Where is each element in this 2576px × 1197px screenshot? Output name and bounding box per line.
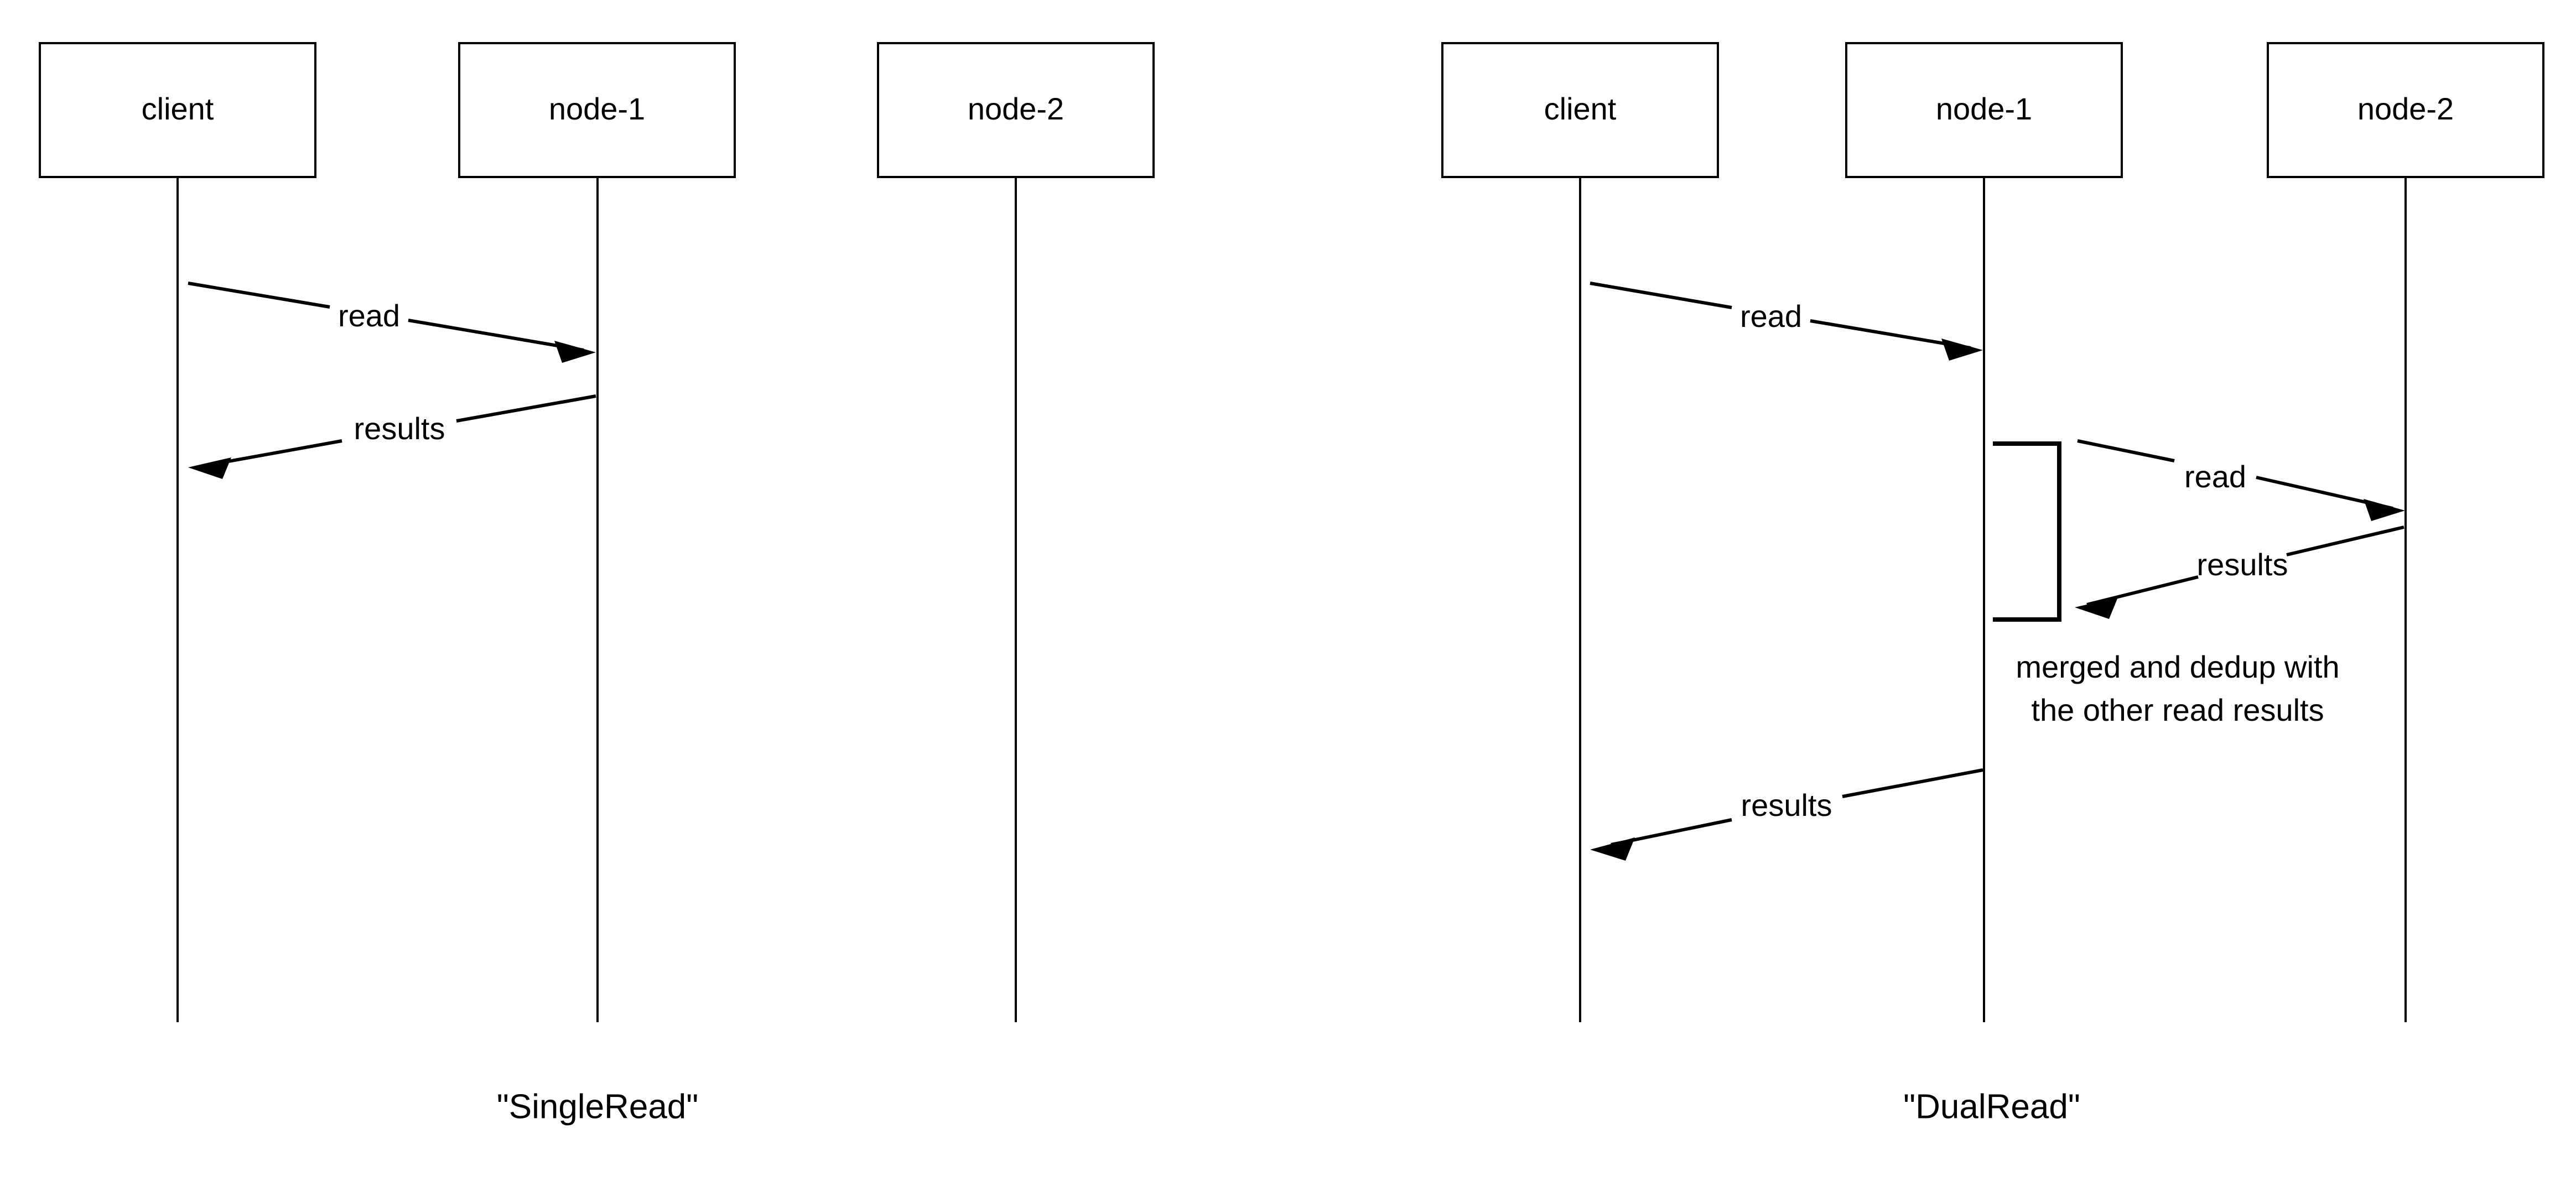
arrow-head-icon <box>1590 837 1635 861</box>
participant-label-node-2: node-2 <box>2357 91 2454 126</box>
arrow-head-icon <box>2364 499 2405 521</box>
participant-box-client[interactable]: client <box>39 42 316 178</box>
message-label-read: read <box>2184 459 2246 494</box>
participant-box-client[interactable]: client <box>1441 42 1719 178</box>
note-merged-and-dedup: merged and dedup with the other read res… <box>2016 649 2339 727</box>
arrow-head-icon <box>554 341 596 363</box>
message-results-node-1-to-client[interactable]: results <box>188 394 596 479</box>
message-label-results: results <box>2197 547 2288 582</box>
panel-caption-single-read: "SingleRead" <box>497 1087 699 1126</box>
panel-single-read: client node-1 node-2 read <box>39 42 1155 1126</box>
message-read-client-to-node-1[interactable]: read <box>188 282 596 363</box>
panel-caption-dual-read: "DualRead" <box>1903 1087 2080 1126</box>
message-label-results: results <box>1741 788 1832 823</box>
arrow-head-icon <box>2075 597 2118 619</box>
participant-label-client: client <box>142 91 214 126</box>
participant-label-node-2: node-2 <box>968 91 1064 126</box>
message-results-node-2-to-node-1[interactable]: results <box>2075 525 2404 619</box>
message-label-read: read <box>338 298 400 333</box>
panel-dual-read: client node-1 node-2 read <box>1441 42 2544 1126</box>
message-results-node-1-to-client[interactable]: results <box>1590 768 1983 861</box>
participant-box-node-2[interactable]: node-2 <box>2267 42 2544 178</box>
arrow-head-icon <box>188 457 231 479</box>
participant-label-client: client <box>1544 91 1617 126</box>
message-label-read: read <box>1740 299 1802 334</box>
activation-bracket-node-1 <box>1993 441 2061 622</box>
note-line-2: the other read results <box>2031 693 2324 727</box>
message-label-results: results <box>354 411 445 446</box>
participant-box-node-1[interactable]: node-1 <box>1845 42 2123 178</box>
message-read-client-to-node-1[interactable]: read <box>1590 282 1983 361</box>
participant-label-node-1: node-1 <box>549 91 645 126</box>
participant-box-node-2[interactable]: node-2 <box>877 42 1155 178</box>
message-read-node-1-to-node-2[interactable]: read <box>2077 439 2405 521</box>
participant-label-node-1: node-1 <box>1936 91 2032 126</box>
arrow-head-icon <box>1941 339 1983 361</box>
note-line-1: merged and dedup with <box>2016 649 2339 684</box>
participant-box-node-1[interactable]: node-1 <box>458 42 736 178</box>
